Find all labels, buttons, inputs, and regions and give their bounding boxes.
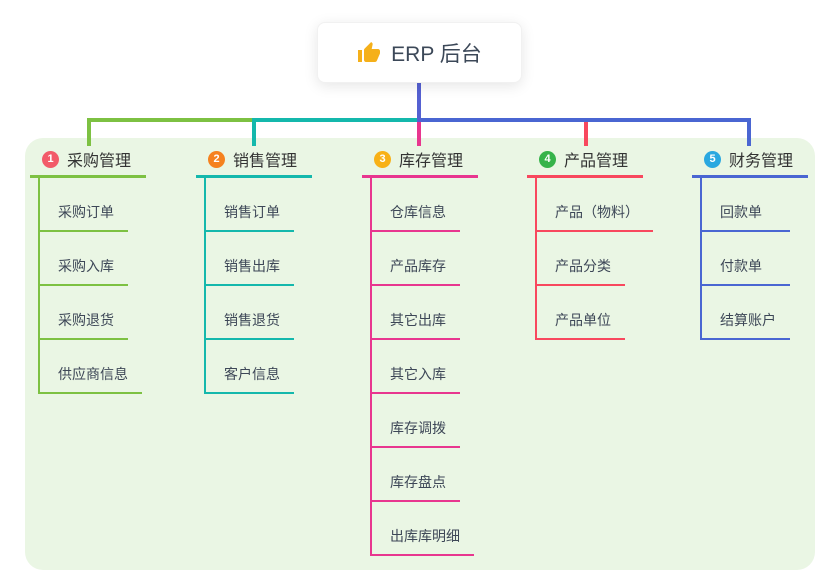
child-node[interactable]: 产品单位 <box>537 286 625 340</box>
child-node[interactable]: 出库库明细 <box>372 502 474 556</box>
child-node[interactable]: 产品库存 <box>372 232 460 286</box>
connector-drop-5 <box>747 118 751 146</box>
branch-children: 采购订单采购入库采购退货供应商信息 <box>38 178 142 394</box>
child-node[interactable]: 销售退货 <box>206 286 294 340</box>
branch-node[interactable]: 2 销售管理 <box>196 146 312 178</box>
branch-label: 财务管理 <box>729 153 794 170</box>
child-node[interactable]: 其它入库 <box>372 340 460 394</box>
branch-number-badge: 4 <box>539 150 556 168</box>
connector-root-drop <box>417 83 421 122</box>
branch-label: 采购管理 <box>67 153 132 170</box>
child-node[interactable]: 采购退货 <box>40 286 128 340</box>
branch-column: 4 产品管理 产品（物料）产品分类产品单位 <box>527 146 653 340</box>
branch-children: 产品（物料）产品分类产品单位 <box>535 178 653 340</box>
branch-children: 仓库信息产品库存其它出库其它入库库存调拨库存盘点出库库明细 <box>370 178 474 556</box>
branch-node[interactable]: 3 库存管理 <box>362 146 478 178</box>
branches-panel <box>25 138 815 570</box>
connector-drop-2 <box>252 118 256 146</box>
connector-drop-3 <box>417 118 421 146</box>
child-node[interactable]: 客户信息 <box>206 340 294 394</box>
root-label: ERP 后台 <box>391 42 482 66</box>
connector-drop-1 <box>87 118 91 146</box>
child-node[interactable]: 采购入库 <box>40 232 128 286</box>
branch-column: 5 财务管理 回款单付款单结算账户 <box>692 146 808 340</box>
branch-number-badge: 3 <box>374 150 391 168</box>
child-node[interactable]: 采购订单 <box>40 178 128 232</box>
child-node[interactable]: 库存盘点 <box>372 448 460 502</box>
branch-label: 产品管理 <box>564 153 629 170</box>
child-node[interactable]: 销售订单 <box>206 178 294 232</box>
branch-column: 1 采购管理 采购订单采购入库采购退货供应商信息 <box>30 146 146 394</box>
branch-children: 回款单付款单结算账户 <box>700 178 790 340</box>
thumbs-up-icon <box>357 41 381 65</box>
child-node[interactable]: 销售出库 <box>206 232 294 286</box>
connector-drop-4 <box>584 118 588 146</box>
root-node[interactable]: ERP 后台 <box>317 22 522 83</box>
branch-column: 3 库存管理 仓库信息产品库存其它出库其它入库库存调拨库存盘点出库库明细 <box>362 146 478 556</box>
child-node[interactable]: 付款单 <box>702 232 790 286</box>
branch-number-badge: 2 <box>208 150 225 168</box>
connector-bus-right <box>418 118 751 122</box>
branch-number-badge: 1 <box>42 150 59 168</box>
branch-number-badge: 5 <box>704 150 721 168</box>
branch-label: 销售管理 <box>233 153 298 170</box>
child-node[interactable]: 回款单 <box>702 178 790 232</box>
child-node[interactable]: 结算账户 <box>702 286 790 340</box>
branch-children: 销售订单销售出库销售退货客户信息 <box>204 178 294 394</box>
branch-node[interactable]: 5 财务管理 <box>692 146 808 178</box>
child-node[interactable]: 仓库信息 <box>372 178 460 232</box>
child-node[interactable]: 产品分类 <box>537 232 625 286</box>
connector-bus-left <box>87 118 254 122</box>
child-node[interactable]: 其它出库 <box>372 286 460 340</box>
child-node[interactable]: 供应商信息 <box>40 340 142 394</box>
branch-node[interactable]: 4 产品管理 <box>527 146 643 178</box>
branch-column: 2 销售管理 销售订单销售出库销售退货客户信息 <box>196 146 312 394</box>
branch-label: 库存管理 <box>399 153 464 170</box>
child-node[interactable]: 产品（物料） <box>537 178 653 232</box>
branch-node[interactable]: 1 采购管理 <box>30 146 146 178</box>
connector-bus-center <box>252 118 421 122</box>
child-node[interactable]: 库存调拨 <box>372 394 460 448</box>
